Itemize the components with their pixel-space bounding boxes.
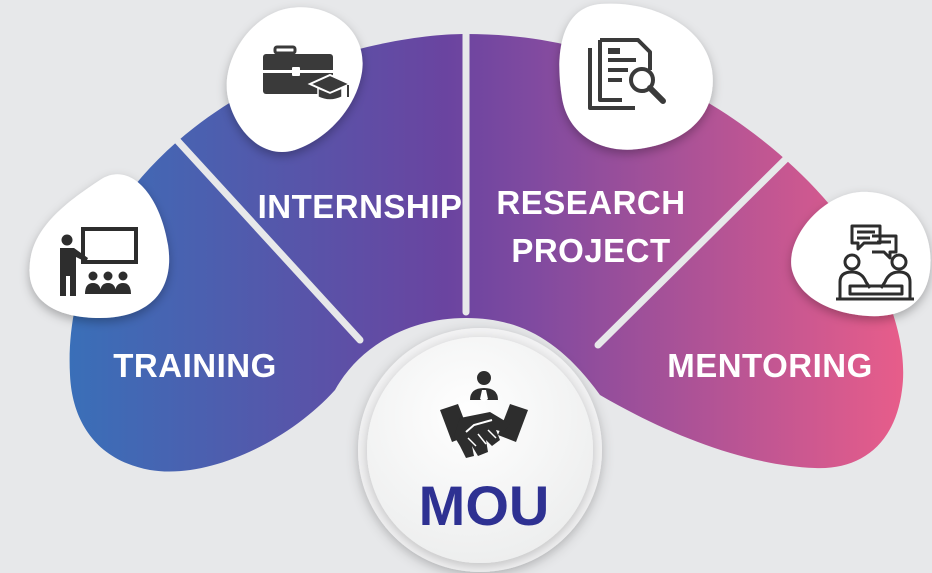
briefcase-graduation-cap-icon [263,45,353,101]
mentoring-label: MENTORING [667,347,873,384]
presentation-icon [60,227,138,296]
training-label: TRAINING [113,347,277,384]
meeting-chat-icon [836,224,914,301]
internship-badge [226,7,363,152]
research-label-line1: RESEARCH [496,184,685,221]
center-mou-circle: MOU [358,328,602,572]
segment-dividers [171,16,809,349]
mou-label: MOU [419,474,550,537]
handshake-icon [440,371,528,458]
document-search-icon [588,38,666,110]
research-label-line2: PROJECT [511,232,670,269]
mentoring-badge [791,191,931,317]
research-badge [559,3,713,150]
internship-label: INTERNSHIP [258,188,463,225]
training-badge [29,174,170,318]
